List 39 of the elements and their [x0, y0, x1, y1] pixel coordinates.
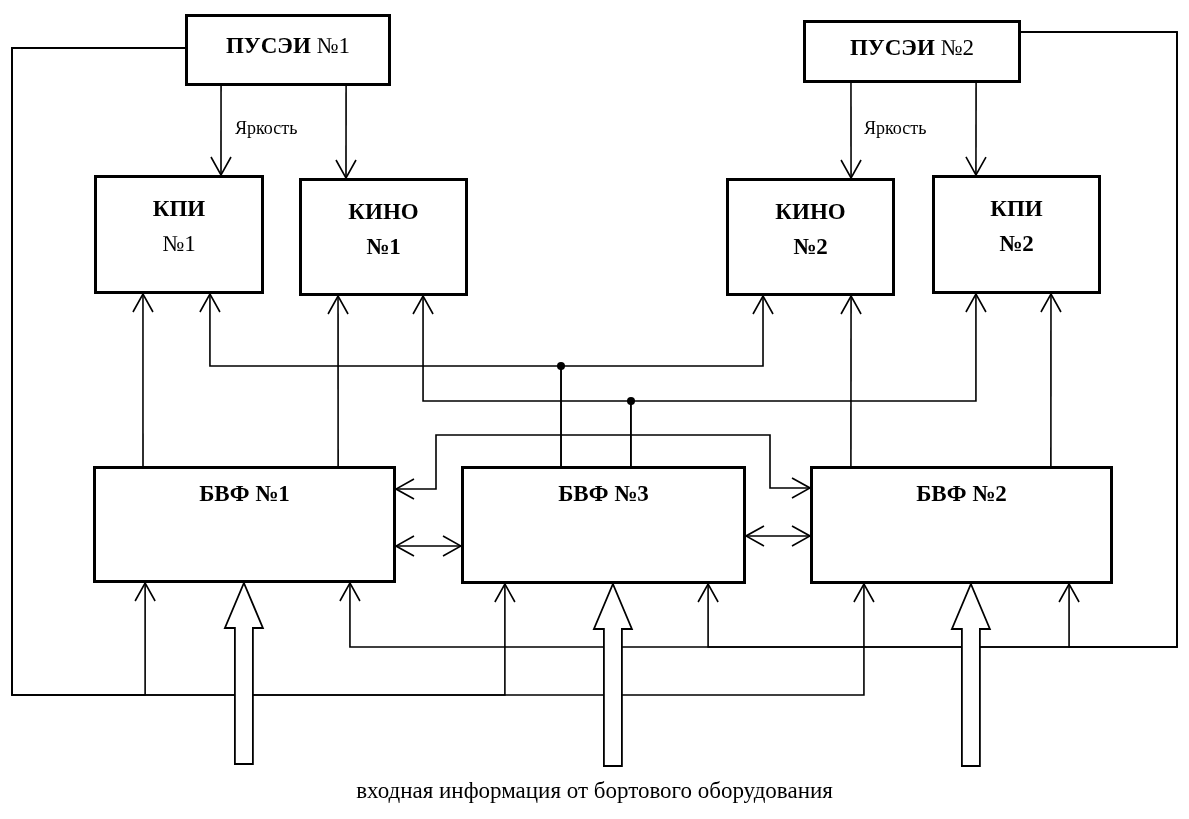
- arrow: [335, 85, 357, 179]
- block-box: [461, 466, 746, 584]
- block-arrow: [592, 581, 634, 767]
- arrow: [327, 295, 349, 467]
- arrow: [395, 535, 462, 557]
- block-label: БВФ №3: [557, 480, 650, 508]
- arrow: [560, 295, 774, 467]
- block-box: [185, 14, 391, 86]
- block-label: ПУСЭИ №1: [224, 32, 352, 60]
- block-label: КПИ №1: [151, 195, 207, 258]
- block-label: ПУСЭИ №2: [848, 34, 976, 62]
- arrow: [745, 525, 811, 547]
- arrow: [840, 295, 862, 467]
- arrow: [11, 47, 875, 696]
- arrow: [210, 85, 232, 176]
- arrow: [395, 434, 811, 500]
- signal-label: Яркость: [864, 118, 927, 139]
- block-label: БВФ №2: [915, 480, 1008, 508]
- block-box: [726, 178, 895, 296]
- block-arrow: [223, 580, 265, 765]
- arrow: [1040, 293, 1062, 467]
- block-label: БВФ №1: [198, 480, 291, 508]
- arrow: [132, 293, 154, 467]
- arrow: [630, 293, 987, 467]
- arrow: [840, 82, 862, 179]
- arrow: [1020, 31, 1178, 648]
- block-box: [810, 466, 1113, 584]
- block-label: КИНО №2: [774, 198, 847, 261]
- block-box: [299, 178, 468, 296]
- block-arrow: [950, 581, 992, 767]
- block-label: КПИ №2: [989, 195, 1044, 258]
- block-box: [803, 20, 1021, 83]
- signal-label: Яркость: [235, 118, 298, 139]
- caption: входная информация от бортового оборудования: [355, 778, 834, 804]
- arrow: [965, 82, 987, 176]
- block-box: [932, 175, 1101, 294]
- block-label: КИНО №1: [347, 198, 420, 261]
- block-box: [93, 466, 396, 583]
- block-box: [94, 175, 264, 294]
